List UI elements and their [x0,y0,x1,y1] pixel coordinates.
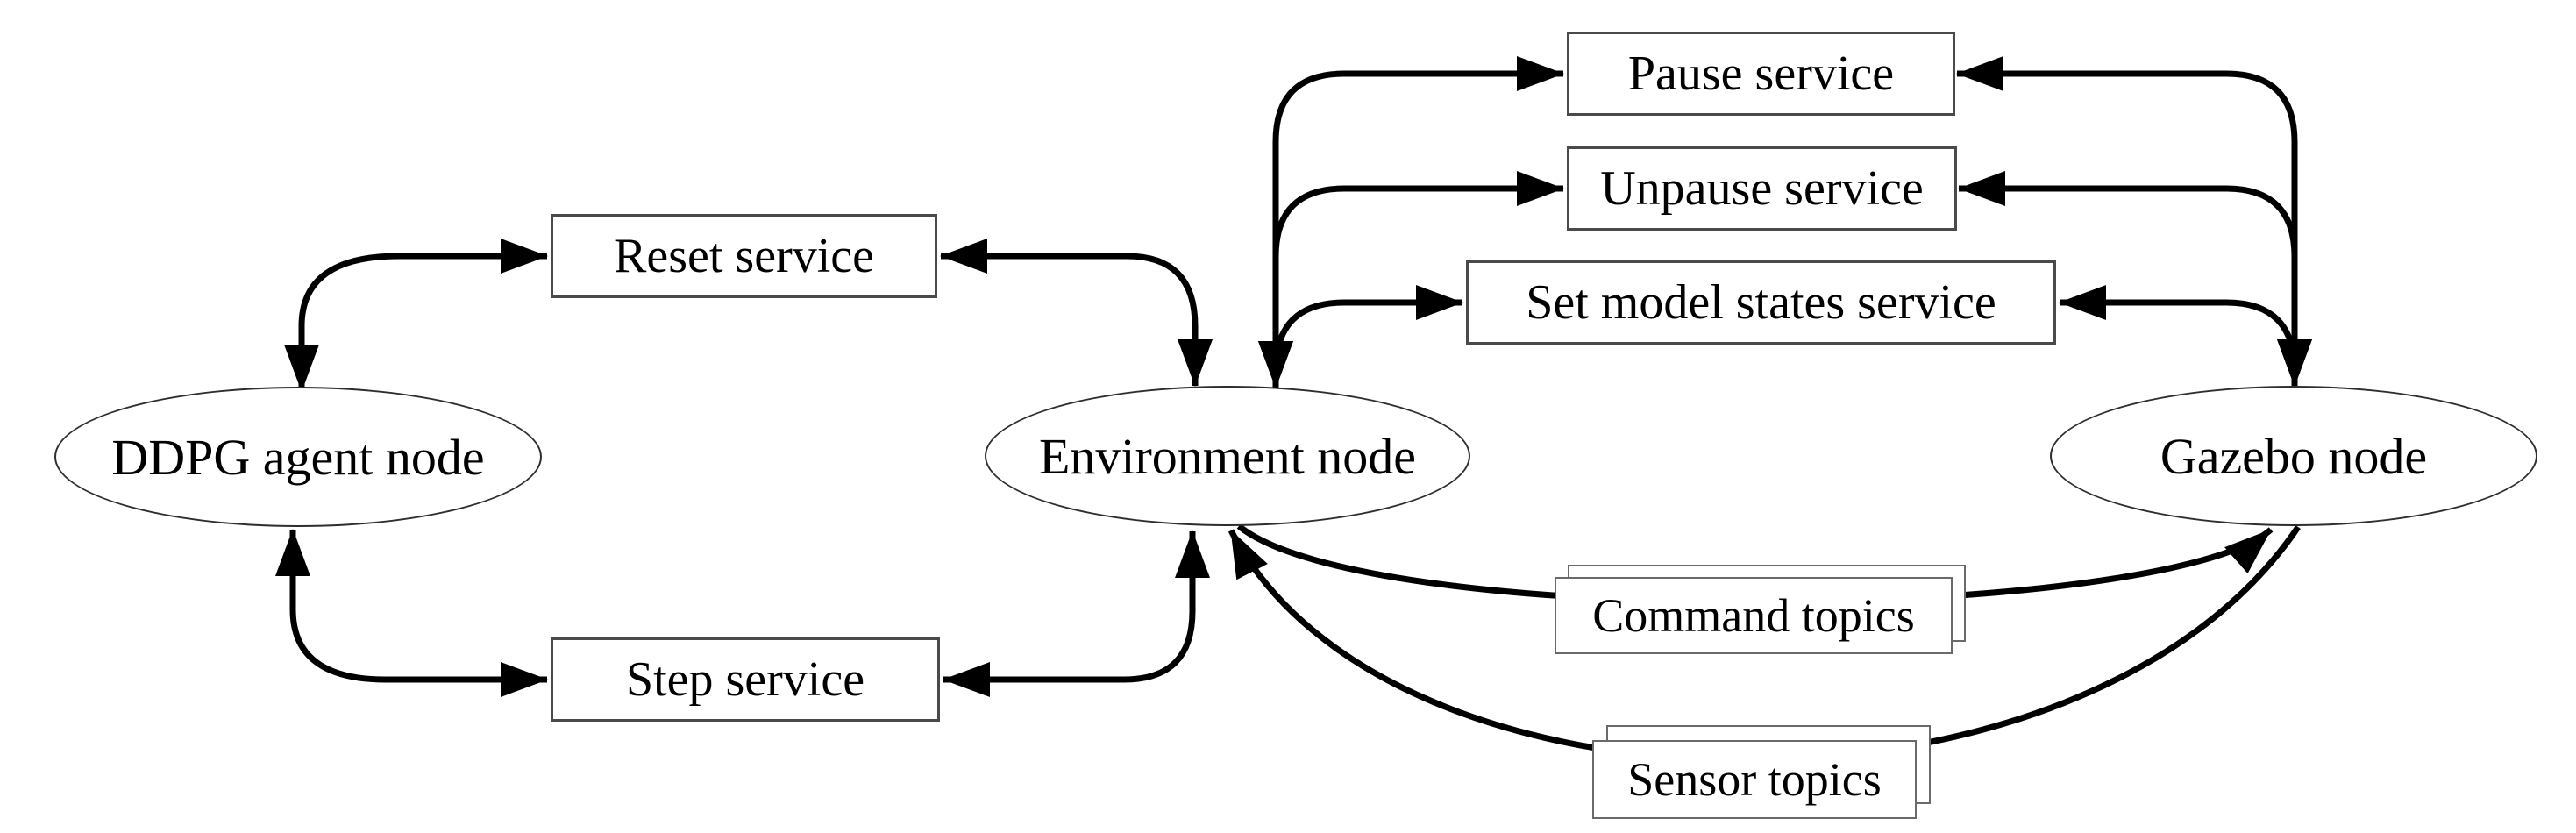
edge-environment-set-model-states [1258,285,1463,388]
edge-ddpg-step [275,529,548,697]
box-pause-service: Pause service [1567,32,1955,116]
edge-unpause-gazebo [1958,171,2312,387]
box-reset-service: Reset service [551,214,937,298]
node-environment-label: Environment node [1038,427,1417,485]
box-reset-service-label: Reset service [614,229,874,283]
node-gazebo-label: Gazebo node [2160,427,2428,485]
edge-ddpg-reset [284,239,548,392]
node-environment: Environment node [985,386,1470,526]
edge-step-environment [943,530,1210,697]
box-pause-service-label: Pause service [1627,46,1895,101]
box-unpause-service-label: Unpause service [1600,161,1924,216]
node-ddpg-agent-label: DDPG agent node [111,428,485,486]
box-set-model-states-service-label: Set model states service [1526,275,1996,330]
edge-environment-unpause [1258,171,1564,388]
box-command-topics: Command topics [1555,577,1953,654]
box-set-model-states-service: Set model states service [1466,260,2056,345]
edge-reset-environment [940,239,1213,387]
box-sensor-topics: Sensor topics [1592,740,1917,819]
box-step-service-label: Step service [625,652,865,707]
box-command-topics-label: Command topics [1592,589,1915,642]
edge-environment-pause [1258,56,1564,388]
box-unpause-service: Unpause service [1567,146,1957,231]
edge-set-model-states-gazebo [2059,285,2312,387]
box-sensor-topics-label: Sensor topics [1627,753,1882,806]
box-step-service: Step service [551,637,940,722]
node-ddpg-agent: DDPG agent node [54,387,542,527]
edge-pause-gazebo [1956,56,2312,387]
node-gazebo: Gazebo node [2050,386,2537,526]
